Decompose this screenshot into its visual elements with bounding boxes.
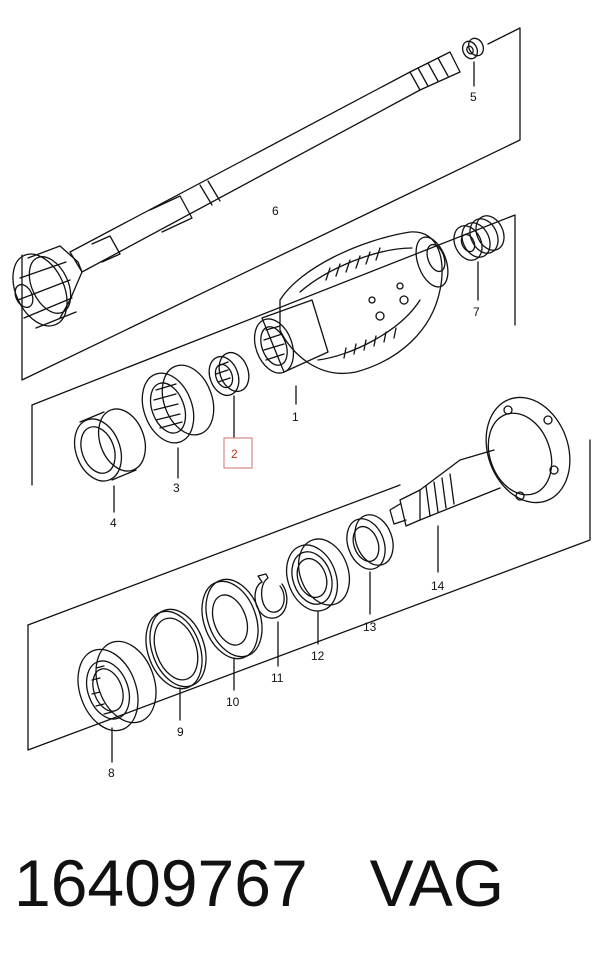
- exploded-parts-diagram: 5 6 7 1 2 3 4 14 13 12 11 10 9 8: [12, 27, 591, 780]
- product-caption: 16409767 VAG: [14, 838, 594, 928]
- callout-13: 13: [363, 620, 377, 634]
- thrust-bearing: [346, 514, 394, 615]
- callout-11: 11: [271, 671, 284, 685]
- pinion-gear: [12, 245, 83, 329]
- callout-4: 4: [110, 516, 117, 530]
- circlip: [254, 573, 288, 667]
- differential-housing: [253, 231, 449, 405]
- callout-1: 1: [292, 410, 299, 424]
- frame-upper: [21, 27, 521, 381]
- needle-bearing-large: [141, 364, 215, 479]
- frame-lower: [27, 439, 591, 751]
- callout-5: 5: [470, 90, 477, 104]
- callout-12: 12: [311, 649, 325, 663]
- callout-3: 3: [173, 481, 180, 495]
- callout-6: 6: [272, 204, 279, 218]
- highlight-box: [223, 437, 253, 469]
- needle-bearing-small: [208, 351, 253, 469]
- callout-14: 14: [431, 579, 445, 593]
- bearing-race: [73, 408, 147, 513]
- end-bush: [461, 37, 485, 87]
- seal-ring: [145, 608, 207, 721]
- pinion-shaft: [12, 51, 461, 329]
- flange-shaft: [389, 396, 571, 573]
- ball-bearing-small: [285, 538, 351, 645]
- frame-middle: [31, 214, 516, 486]
- ball-bearing-large: [77, 640, 157, 763]
- callout-10: 10: [226, 695, 240, 709]
- callout-9: 9: [177, 725, 184, 739]
- part-number: 16409767: [14, 846, 308, 920]
- callout-8: 8: [108, 766, 115, 780]
- shim-washer: [201, 578, 263, 691]
- callout-7: 7: [473, 305, 480, 319]
- callout-2: 2: [231, 447, 238, 461]
- brand-name: VAG: [369, 846, 505, 920]
- spring-pack: [453, 215, 505, 301]
